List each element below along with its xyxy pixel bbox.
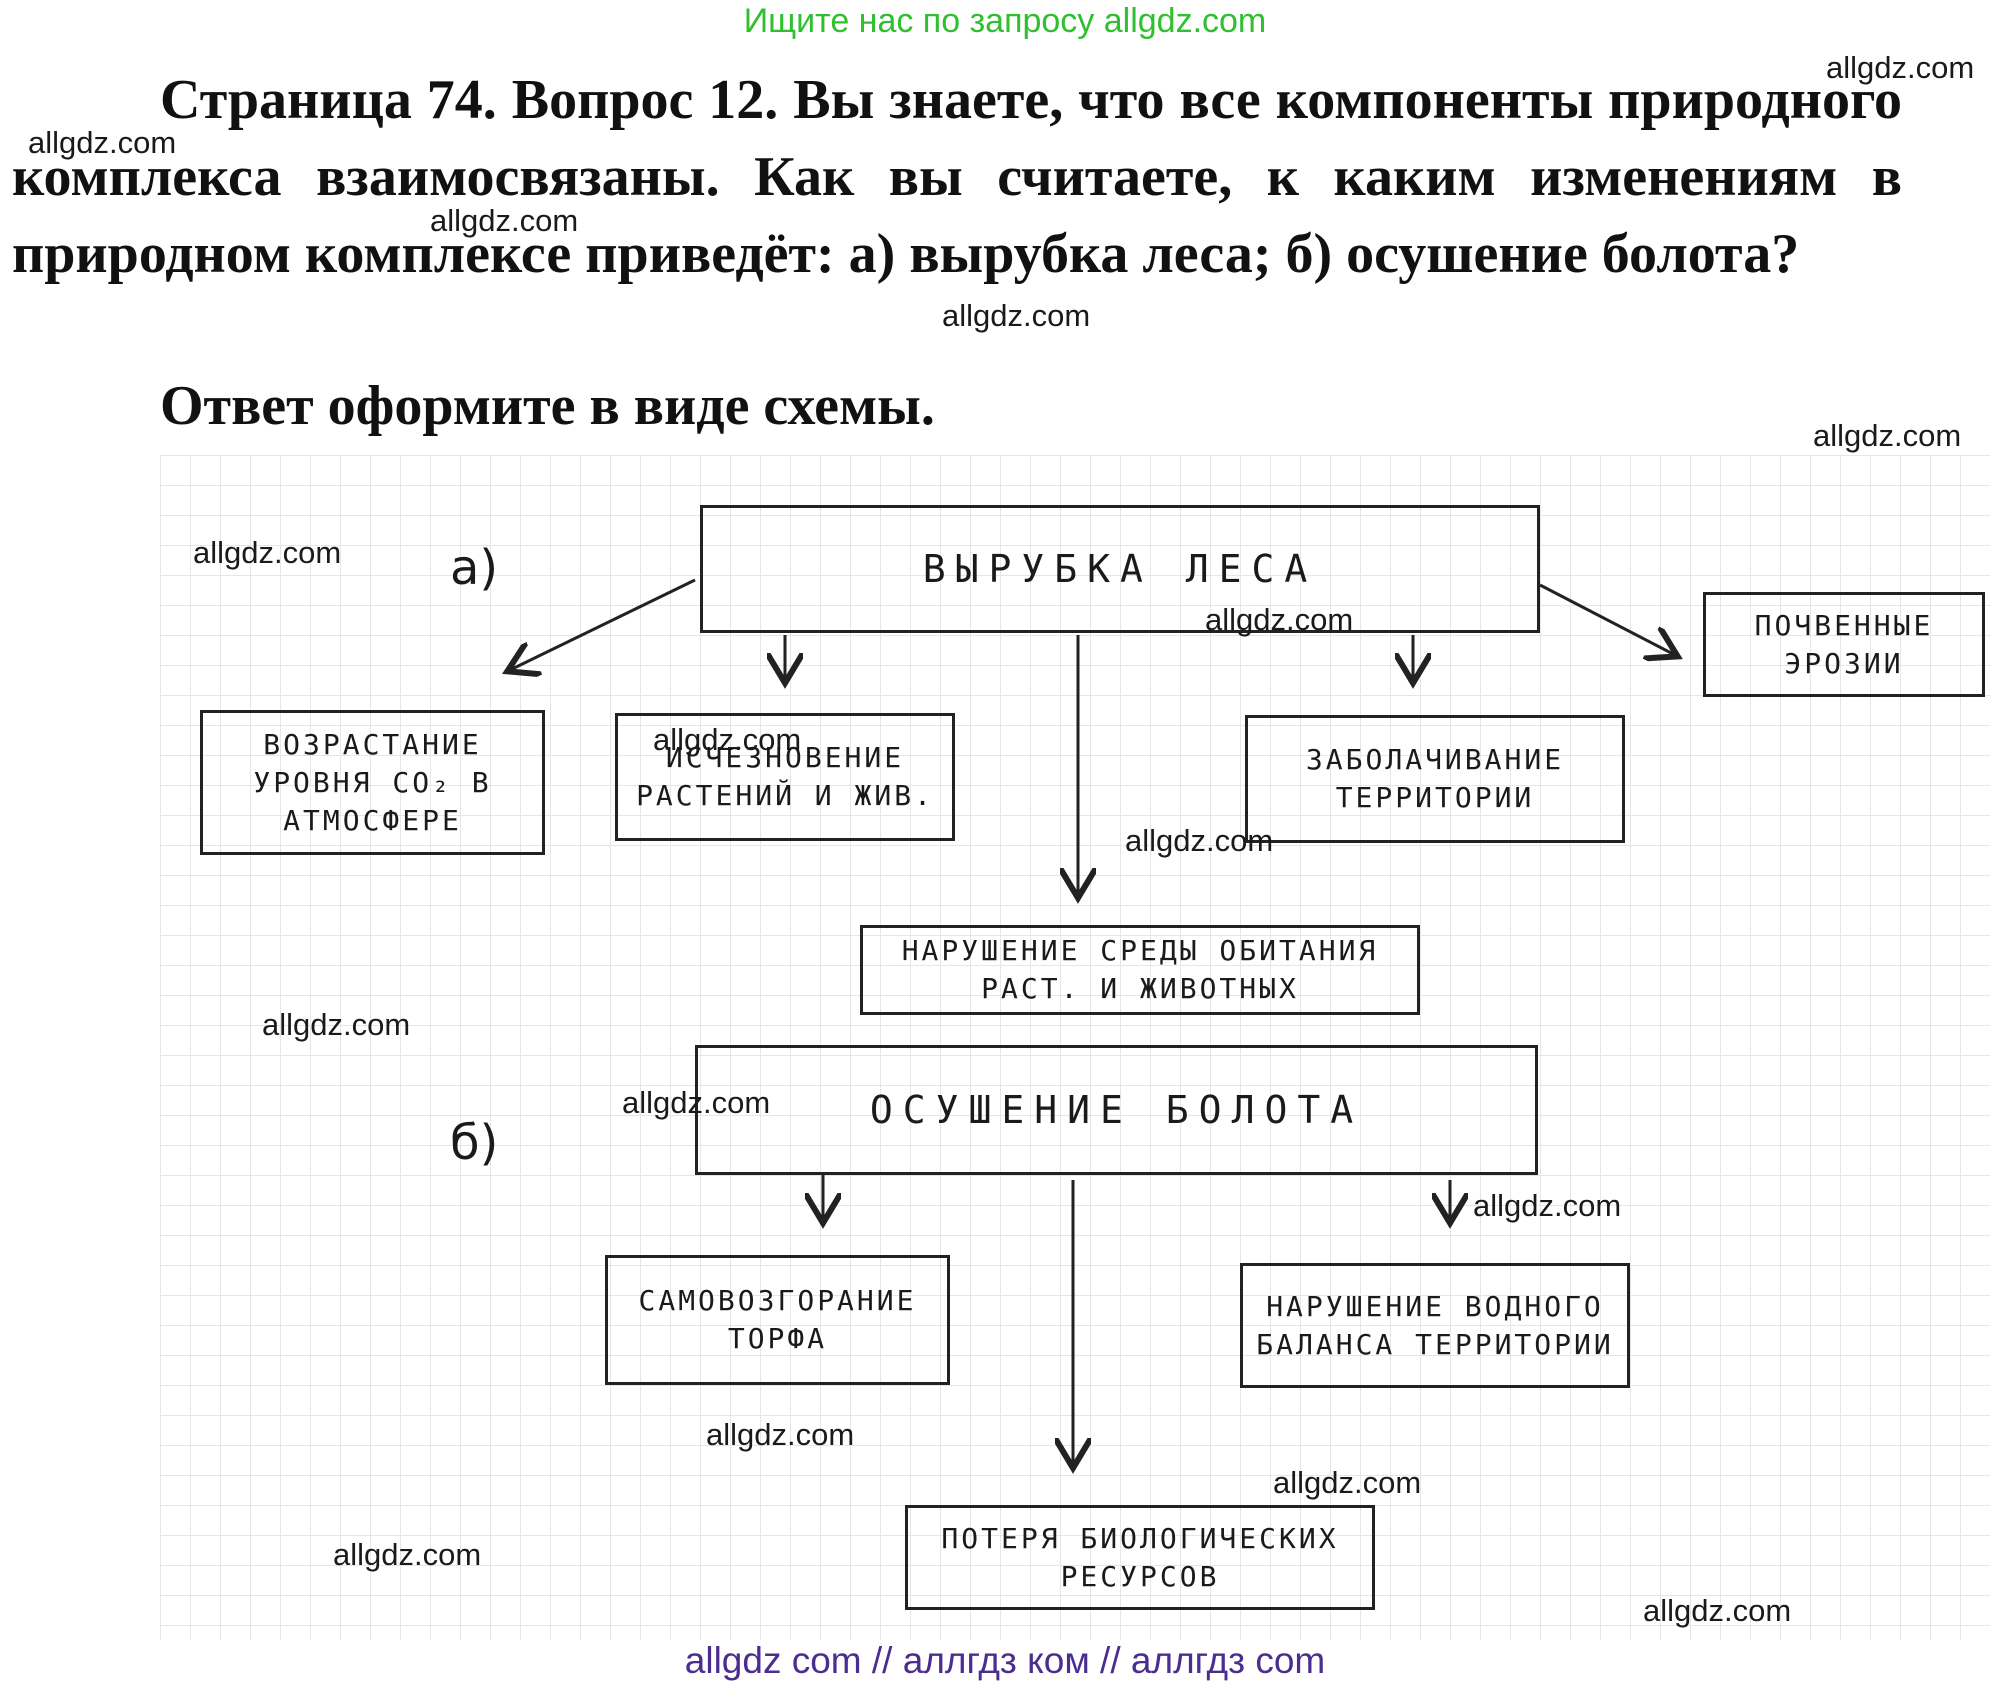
search-hint: Ищите нас по запросу allgdz.com xyxy=(743,2,1267,40)
instruction-text: Ответ оформите в виде схемы. xyxy=(160,375,935,437)
question-text: Страница 74. Вопрос 12. Вы знаете, что в… xyxy=(12,69,1902,285)
watermark: allgdz.com xyxy=(1125,823,1274,858)
diagram-arrows xyxy=(160,578,1990,1640)
part-a-label: а) xyxy=(450,540,499,596)
part-b-label: б) xyxy=(450,1115,499,1171)
watermark: allgdz.com xyxy=(430,203,579,238)
watermark: allgdz.com xyxy=(28,125,177,160)
watermark: allgdz.com xyxy=(193,535,342,570)
watermark: allgdz.com xyxy=(706,1417,855,1452)
watermark: allgdz.com xyxy=(622,1085,771,1120)
watermark: allgdz.com xyxy=(1205,602,1354,637)
watermark: allgdz.com xyxy=(1273,1465,1422,1500)
watermark: allgdz.com xyxy=(1813,418,1962,453)
watermark: allgdz.com xyxy=(333,1537,482,1572)
answer-diagram: а) ВЫРУБКА ЛЕСА ВОЗРАСТАНИЕ УРОВНЯ CO₂ В… xyxy=(160,455,1990,1640)
effect-box-co2: ВОЗРАСТАНИЕ УРОВНЯ CO₂ В АТМОСФЕРЕ xyxy=(200,710,545,855)
watermark: allgdz.com xyxy=(1826,50,1975,85)
effect-box-habitat: НАРУШЕНИЕ СРЕДЫ ОБИТАНИЯ РАСТ. И ЖИВОТНЫ… xyxy=(860,925,1420,1015)
watermark: allgdz.com xyxy=(1643,1593,1792,1628)
footer-links: allgdz com // аллгдз ком // аллгдз com xyxy=(684,1640,1326,1681)
cause-box-drainage: ОСУШЕНИЕ БОЛОТА xyxy=(695,1045,1538,1175)
effect-box-resource-loss: ПОТЕРЯ БИОЛОГИЧЕСКИХ РЕСУРСОВ xyxy=(905,1505,1375,1610)
effect-box-peat-fire: САМОВОЗГОРАНИЕ ТОРФА xyxy=(605,1255,950,1385)
effect-box-extinction: ИСЧЕЗНОВЕНИЕ РАСТЕНИЙ И ЖИВ. xyxy=(615,713,955,841)
effect-box-waterlogging: ЗАБОЛАЧИВАНИЕ ТЕРРИТОРИИ xyxy=(1245,715,1625,843)
arrow-a-left xyxy=(510,578,696,670)
arrow-a-right xyxy=(1539,583,1675,655)
effect-box-erosion: ПОЧВЕННЫЕ ЭРОЗИИ xyxy=(1703,592,1985,697)
watermark: allgdz.com xyxy=(262,1007,411,1042)
watermark: allgdz.com xyxy=(653,722,802,757)
watermark: allgdz.com xyxy=(1473,1188,1622,1223)
cause-box-deforestation: ВЫРУБКА ЛЕСА xyxy=(700,505,1540,633)
watermark: allgdz.com xyxy=(942,298,1091,333)
effect-box-water-balance: НАРУШЕНИЕ ВОДНОГО БАЛАНСА ТЕРРИТОРИИ xyxy=(1240,1263,1630,1388)
